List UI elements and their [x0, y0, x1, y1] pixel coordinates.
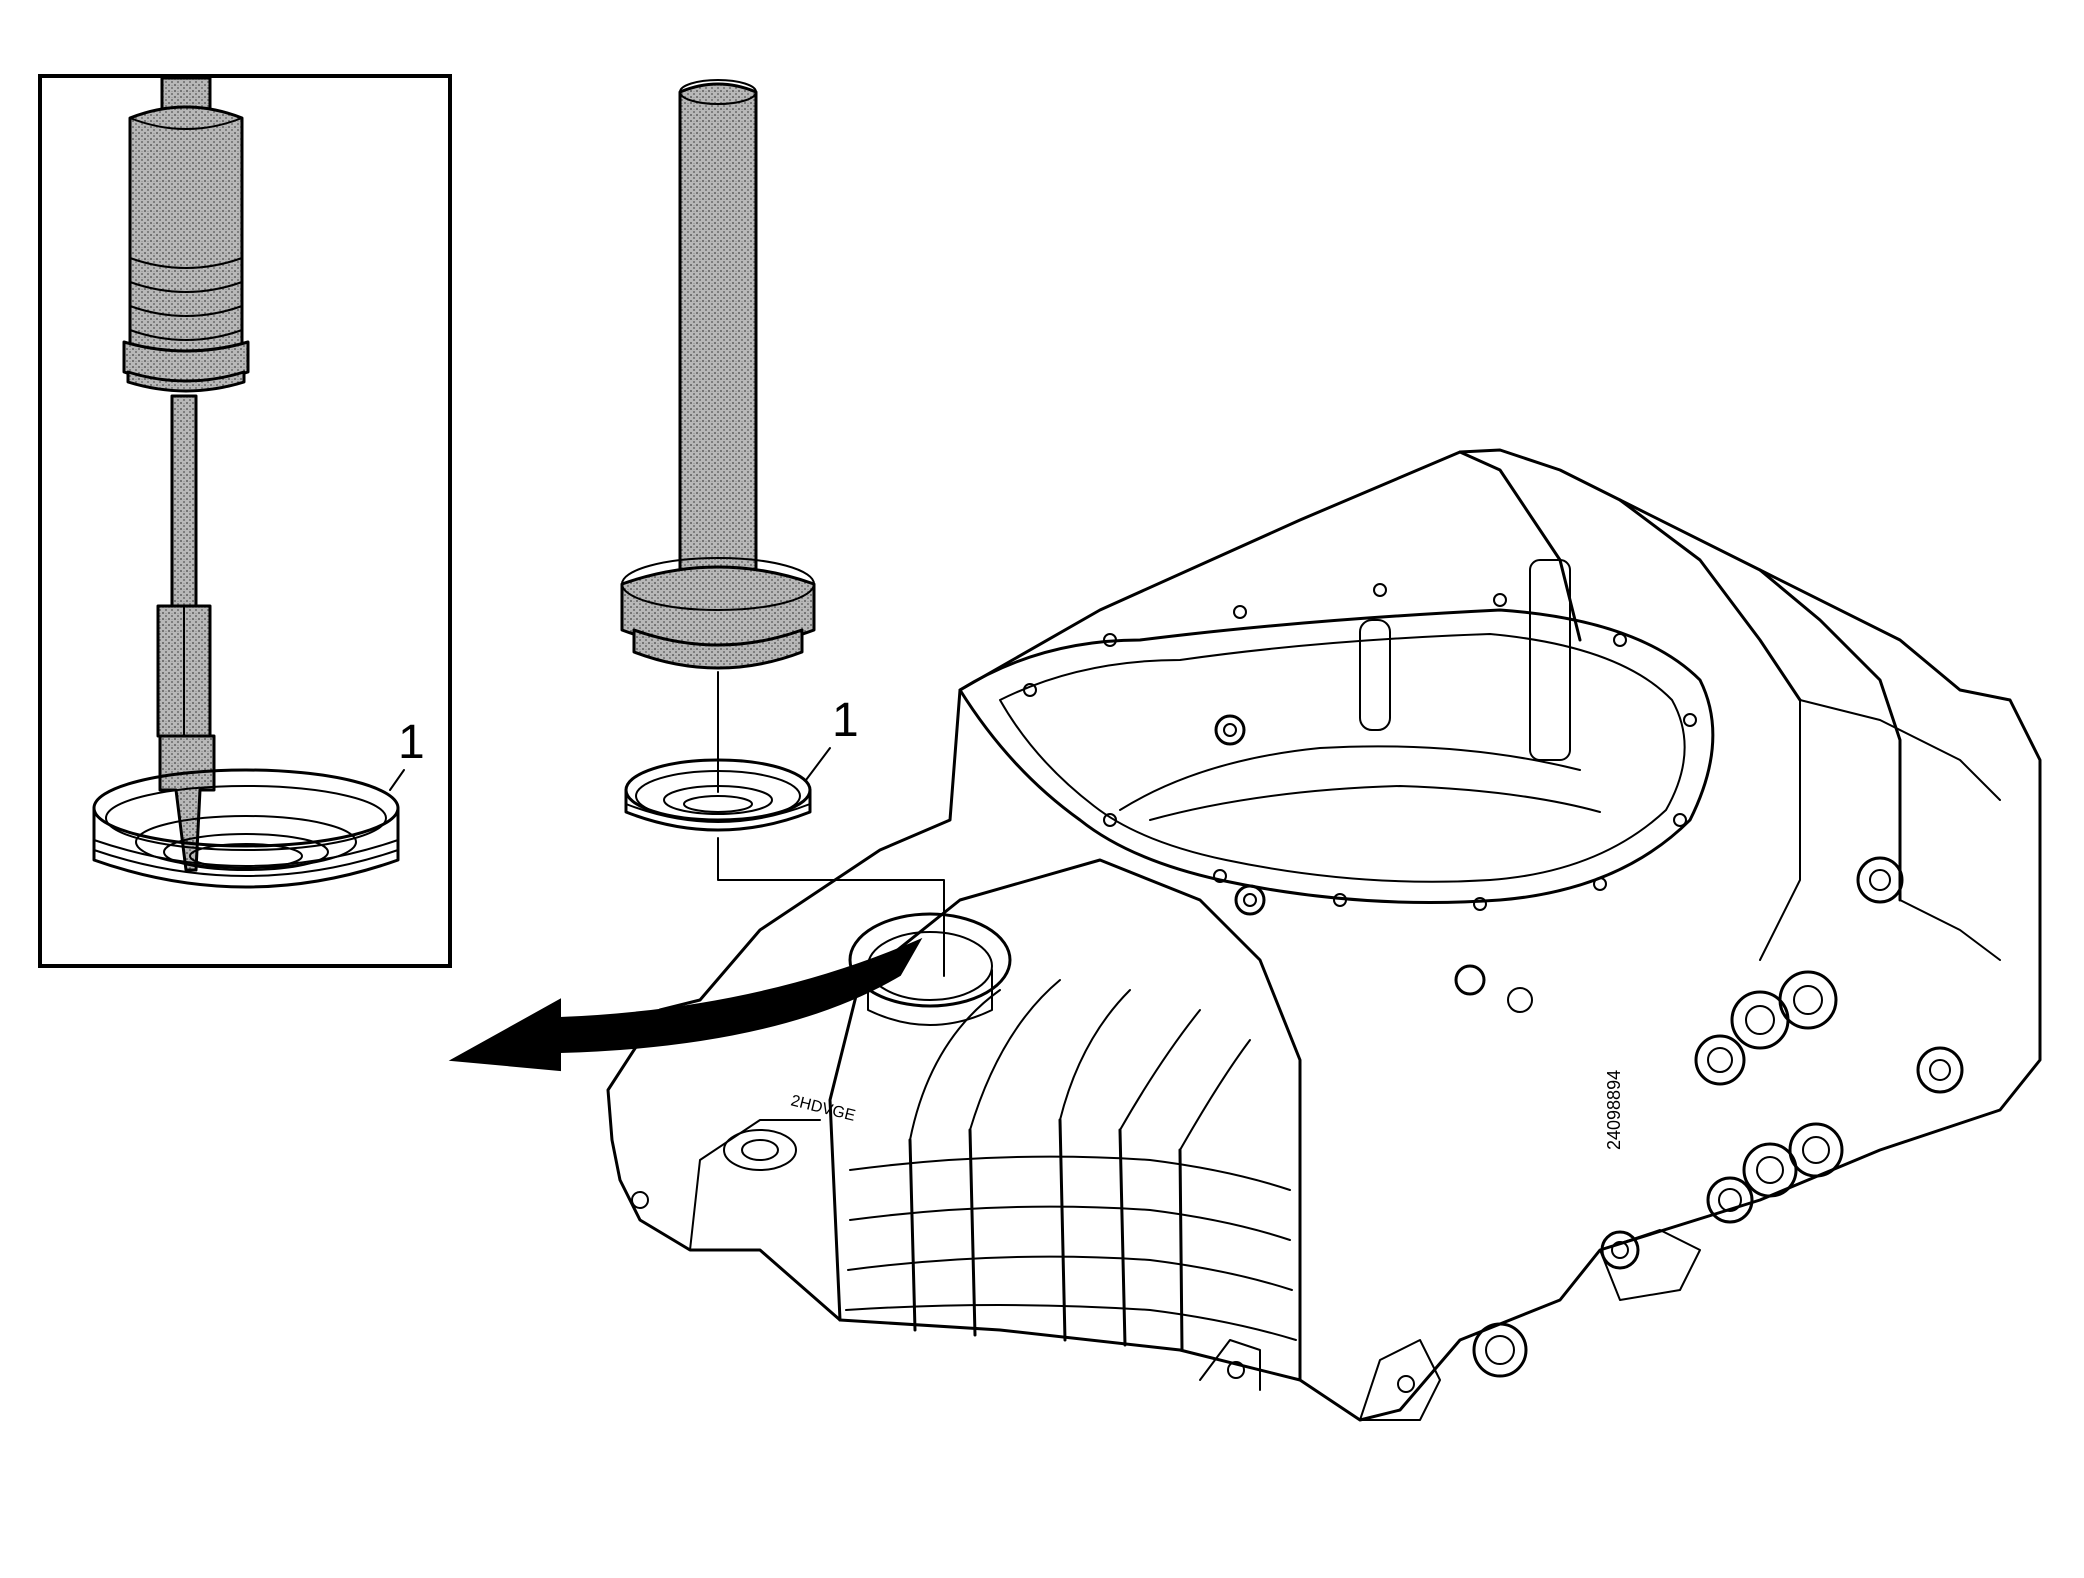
seal-installer-tool: [620, 79, 816, 670]
main-leader-line: [805, 747, 831, 781]
side-port-bosses: [1214, 714, 1964, 1378]
inset-frame: [38, 74, 452, 968]
rim-bolt-holes: [1023, 583, 1697, 911]
inset-seal-installer-tool: [122, 76, 250, 872]
inset-seal: [92, 768, 400, 889]
inset-leader-line: [389, 769, 405, 791]
casting-mark-2: 24098894: [1604, 1070, 1624, 1150]
seal-location-leader: [717, 837, 945, 977]
main-callout-1: 1: [832, 694, 859, 747]
view-arrow: [448, 937, 923, 1072]
detail-inset: 1: [38, 74, 452, 968]
seal: [624, 758, 812, 832]
inset-callout-1: 1: [398, 716, 425, 769]
transmission-case: 2HDVGE 24098894: [606, 448, 2042, 1422]
